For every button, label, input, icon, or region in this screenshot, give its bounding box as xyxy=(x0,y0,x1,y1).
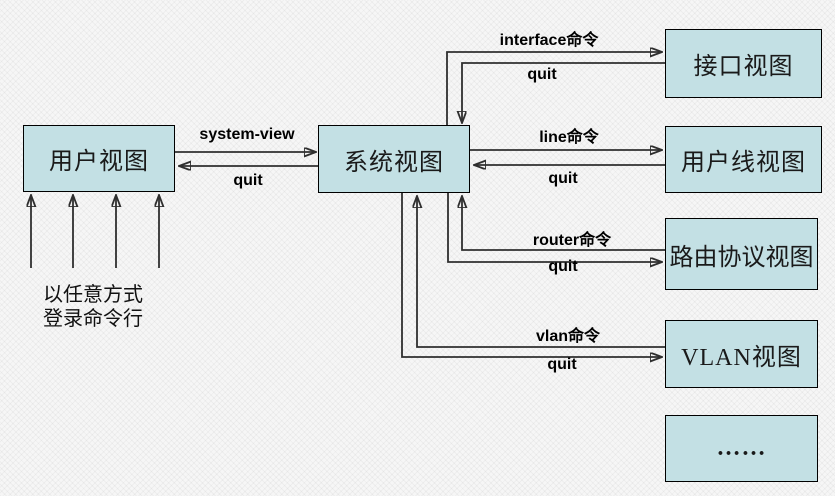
node-vlan-view: VLAN视图 xyxy=(665,320,818,388)
edge-label-quit-router: quit xyxy=(548,258,578,275)
caption-line-1: 以任意方式 xyxy=(43,284,143,306)
arrow-system-to-router xyxy=(447,193,661,262)
edge-label-quit-vlan: quit xyxy=(547,356,577,373)
arrow-interface-to-system xyxy=(462,62,665,122)
caption-login-method: 以任意方式 登录命令行 xyxy=(43,283,143,331)
edge-label-quit-interface: quit xyxy=(527,66,557,83)
edge-label-vlan-cmd: vlan命令 xyxy=(535,328,601,345)
node-interface-view: 接口视图 xyxy=(665,29,822,98)
edge-label-quit-to-user: quit xyxy=(233,172,263,189)
arrow-vlan-to-system xyxy=(417,197,665,348)
arrow-system-to-interface xyxy=(446,52,661,125)
arrow-router-to-system xyxy=(462,197,665,251)
caption-line-2: 登录命令行 xyxy=(43,308,143,330)
node-line-view: 用户线视图 xyxy=(665,126,822,193)
node-system-view: 系统视图 xyxy=(318,125,470,193)
edge-label-system-view: system-view xyxy=(199,126,295,143)
edge-label-line-cmd: line命令 xyxy=(539,129,599,146)
node-router-view: 路由协议视图 xyxy=(665,218,818,290)
edge-label-interface-cmd: interface命令 xyxy=(499,32,599,49)
edge-label-router-cmd: router命令 xyxy=(532,232,612,249)
edge-label-quit-line: quit xyxy=(548,170,578,187)
node-user-view: 用户视图 xyxy=(23,125,175,192)
arrow-system-to-vlan xyxy=(401,193,661,357)
node-more-views: …… xyxy=(665,415,818,482)
